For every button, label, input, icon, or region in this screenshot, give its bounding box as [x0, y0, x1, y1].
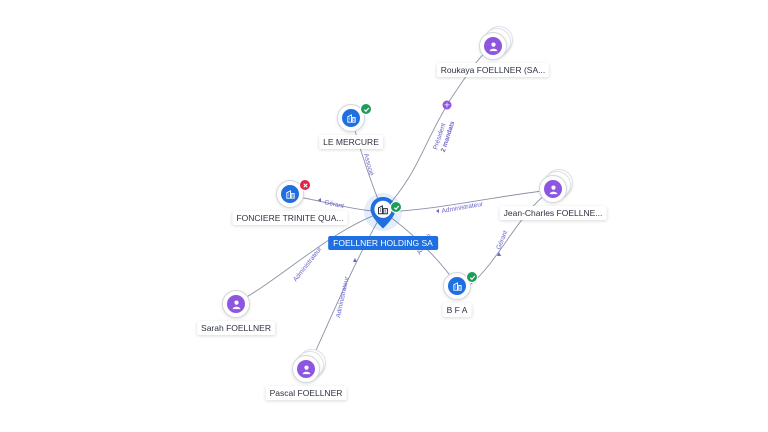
edge-jeancharles[interactable]: [382, 189, 553, 213]
edge-arrow-jc-bfa: [497, 252, 501, 256]
person-icon: [484, 37, 502, 55]
edge-arrow-pascal: [353, 258, 357, 262]
node-label-roukaya[interactable]: Roukaya FOELLNER (SA...: [436, 63, 550, 77]
node-label-jeancharles[interactable]: Jean-Charles FOELLNE...: [499, 206, 607, 220]
node-label-sarah[interactable]: Sarah FOELLNER: [197, 321, 275, 335]
check-icon: [360, 103, 372, 115]
node-label-fonciere[interactable]: FONCIERE TRINITE QUA...: [232, 211, 348, 225]
edge-label-sarah: Administrateur: [292, 245, 324, 283]
edge-plus-marker[interactable]: [442, 100, 452, 110]
edge-label-fonciere: Gérant: [324, 199, 345, 210]
building-icon: [378, 204, 388, 215]
edge-arrow-jeancharles: [436, 209, 439, 213]
check-icon: [466, 271, 478, 283]
building-icon: [281, 185, 299, 203]
person-icon: [297, 360, 315, 378]
node-label-bfa[interactable]: B F A: [442, 303, 472, 317]
cross-icon: [299, 179, 311, 191]
building-icon: [342, 109, 360, 127]
edge-label-pascal: Administrateur: [335, 275, 351, 318]
edge-sarah[interactable]: [235, 211, 384, 304]
node-label-pascal[interactable]: Pascal FOELLNER: [265, 386, 347, 400]
check-icon: [390, 201, 402, 213]
edge-plus-icon: +: [444, 101, 451, 110]
person-icon: [544, 180, 562, 198]
person-icon: [227, 295, 245, 313]
edge-label-mercure: Associé: [362, 153, 375, 177]
map-pin-icon: [370, 197, 396, 229]
edge-arrow-fonciere: [318, 198, 321, 202]
building-icon: [448, 277, 466, 295]
main-company-label[interactable]: FOELLNER HOLDING SA: [328, 236, 438, 250]
node-label-mercure[interactable]: LE MERCURE: [319, 135, 383, 149]
